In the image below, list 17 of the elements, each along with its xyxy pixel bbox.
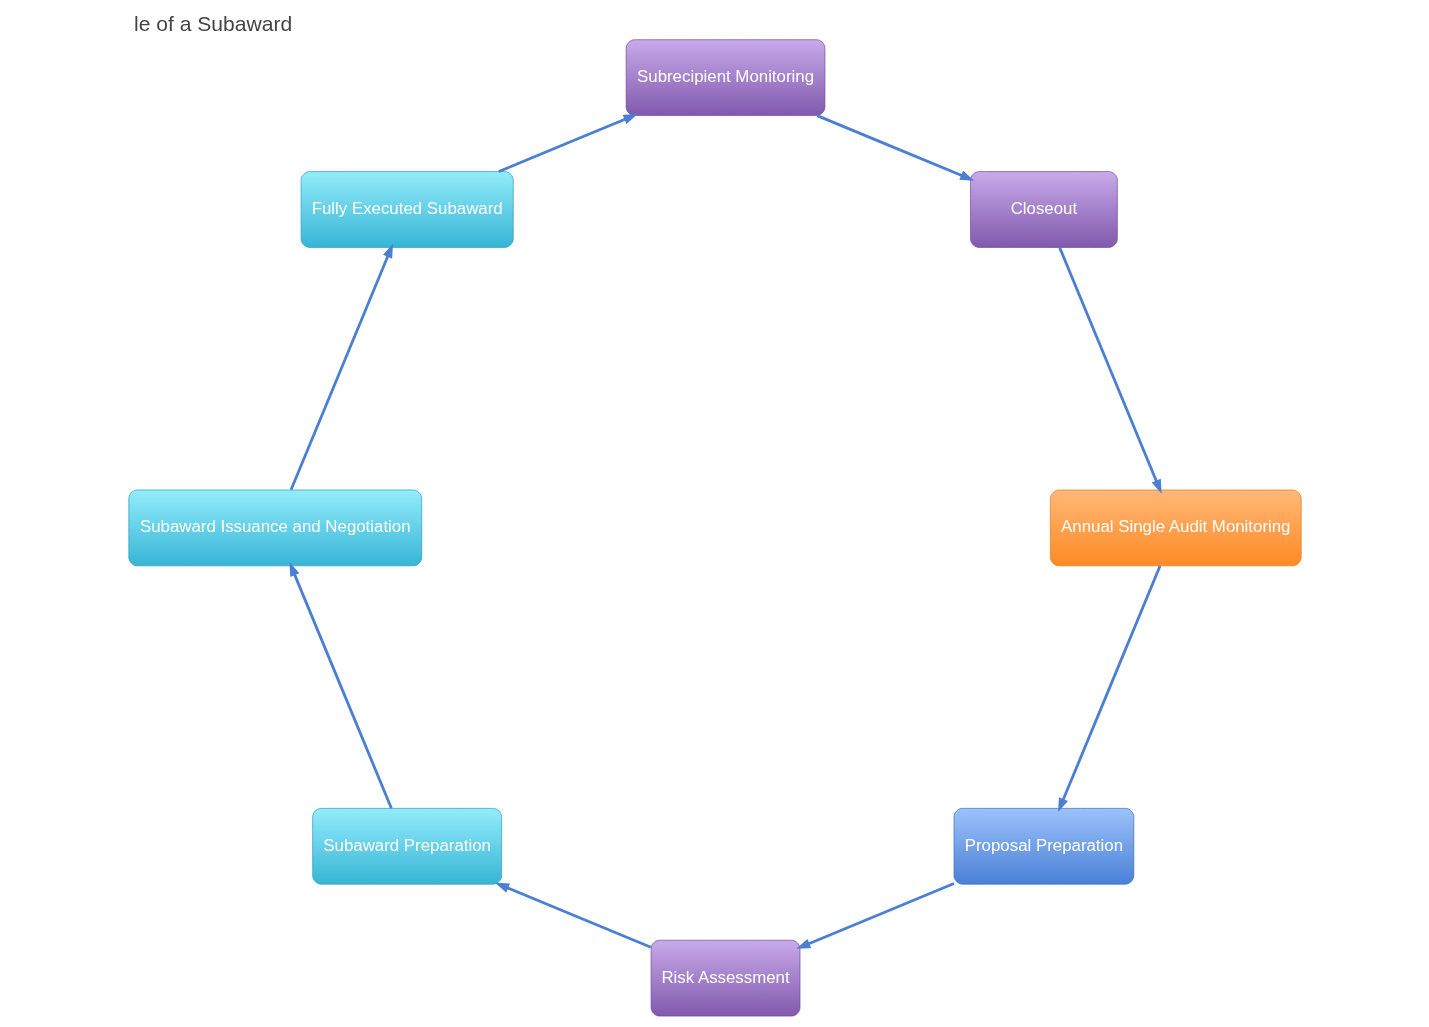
arrow <box>288 562 393 809</box>
arrow <box>795 882 954 949</box>
node-box: Proposal Preparation <box>953 808 1134 885</box>
arrow <box>497 114 638 173</box>
diagram-title: le of a Subaward <box>133 11 292 35</box>
node-box: Subaward Issuance and Negotiation <box>127 489 422 567</box>
arrow <box>1057 247 1162 494</box>
node-box: Risk Assessment <box>650 939 800 1017</box>
node-box: Annual Single Audit Monitoring <box>1049 489 1302 567</box>
arrow <box>816 114 974 181</box>
node-box: Closeout <box>969 171 1118 248</box>
node-box: Fully Executed Subaward <box>300 171 514 248</box>
node-box: Subaward Preparation <box>311 808 502 885</box>
node-box: Subrecipient Monitoring <box>625 39 825 116</box>
arrow <box>289 243 393 491</box>
arrow <box>1057 565 1161 813</box>
arrow <box>494 882 651 949</box>
